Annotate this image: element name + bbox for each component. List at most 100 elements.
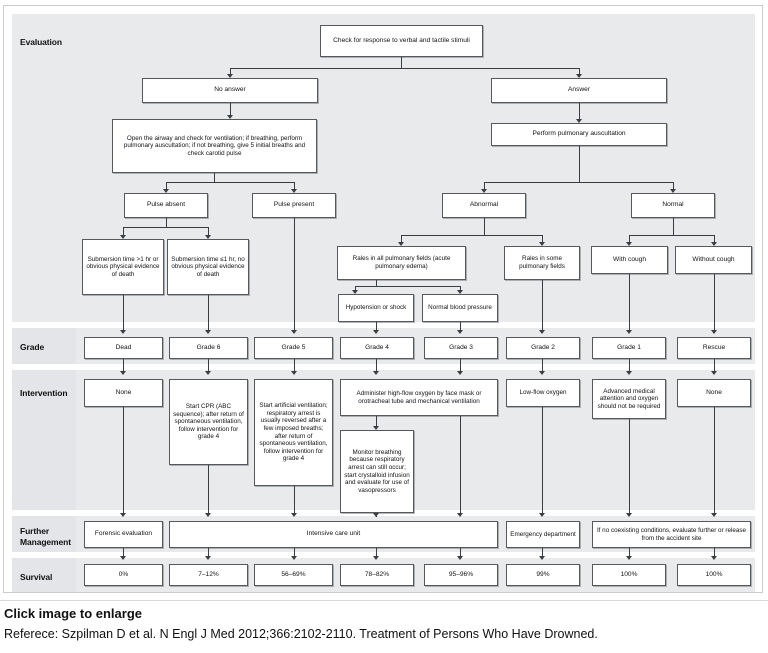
drop-rescue — [714, 274, 715, 330]
arrow-fm-3 — [457, 513, 463, 517]
arrow-grade6 — [205, 330, 211, 334]
intervention-monitor-breathing: Monitor breathing because respiratory ar… — [340, 430, 414, 513]
connector-to-rales-some — [542, 235, 543, 242]
arrow-monitor — [373, 426, 379, 430]
box-without-cough: Without cough — [675, 246, 752, 274]
survival-grade1: 100% — [592, 564, 666, 586]
survival-grade5: 56–69% — [254, 564, 333, 586]
box-pulse-absent: Pulse absent — [124, 193, 208, 218]
survival-grade6: 7–12% — [169, 564, 248, 586]
figure-frame: Evaluation Grade Intervention Further Ma… — [3, 5, 763, 593]
further-release: If no coexisting conditions, evaluate fu… — [592, 521, 751, 548]
arrow-hypotension — [352, 290, 358, 294]
label-column-survival — [12, 558, 76, 592]
survival-grade3: 95–96% — [424, 564, 498, 586]
intervention-grade5: Start artificial ventilation; respirator… — [254, 379, 333, 486]
fm-drop-3 — [460, 416, 461, 513]
connector-to-rales-all — [401, 235, 402, 242]
row-label-further-2: Management — [20, 537, 71, 547]
connector-to-submersion-long — [123, 227, 124, 235]
box-no-answer: No answer — [142, 78, 318, 103]
fm-drop-6 — [208, 465, 209, 513]
arrow-grade3 — [457, 330, 463, 334]
arrow-with-cough — [626, 242, 632, 246]
connector-to-no-answer — [230, 68, 231, 74]
connector-cough-split — [629, 235, 714, 236]
arrow-fm-5 — [291, 513, 297, 517]
connector-airway-down — [214, 173, 215, 182]
drop-grade5 — [294, 218, 295, 330]
connector-to-pulse-absent — [166, 182, 167, 189]
arrow-auscultation — [576, 119, 582, 123]
box-normal: Normal — [631, 193, 715, 218]
connector-bp-split — [355, 286, 461, 287]
further-emergency: Emergency department — [506, 521, 580, 548]
row-label-grade: Grade — [20, 342, 45, 352]
arrow-int-3 — [457, 371, 463, 375]
grade-drop-2 — [542, 359, 543, 371]
grade-cell-1: Grade 1 — [592, 337, 666, 359]
connector-to-normal — [673, 182, 674, 189]
box-submersion-over-1hr: Submersion time >1 hr or obvious physica… — [82, 239, 164, 295]
arrow-submersion-short — [205, 235, 211, 239]
connector-answer-auscultation — [579, 103, 580, 119]
grade-cell-3: Grade 3 — [424, 337, 498, 359]
arrow-grade5 — [291, 330, 297, 334]
arrow-pulse-absent — [163, 189, 169, 193]
row-label-survival: Survival — [20, 572, 53, 582]
arrow-sv-5 — [291, 556, 297, 560]
connector-pulse-split — [166, 182, 294, 183]
grade-cell-4: Grade 4 — [340, 337, 414, 359]
arrow-grade4 — [373, 330, 379, 334]
arrow-sv-6 — [205, 556, 211, 560]
sv-drop-2 — [542, 548, 543, 556]
sv-drop-3 — [460, 548, 461, 556]
connector-to-submersion-short — [208, 227, 209, 235]
connector-to-abnormal — [484, 182, 485, 189]
connector-to-hypotension — [355, 286, 356, 290]
connector-abnormal-normal-split — [484, 182, 674, 183]
box-abnormal: Abnormal — [442, 193, 526, 218]
connector-auscultation-down — [579, 146, 580, 182]
caption-reference: Referece: Szpilman D et al. N Engl J Med… — [4, 627, 598, 641]
fm-drop-rescue — [714, 407, 715, 513]
box-hypotension-shock: Hypotension or shock — [338, 294, 414, 322]
grade-drop-3 — [460, 359, 461, 371]
arrow-int-dead — [120, 371, 126, 375]
label-column-grade — [12, 328, 76, 364]
arrow-fm-rescue — [711, 513, 717, 517]
arrow-int-5 — [291, 371, 297, 375]
connector-pulseabsent-down — [166, 218, 167, 227]
arrow-int-4 — [373, 371, 379, 375]
sv-drop-rescue — [714, 548, 715, 556]
box-rales-all-fields: Rales in all pulmonary fields (acute pul… — [337, 246, 466, 280]
arrow-int-6 — [205, 371, 211, 375]
arrow-rescue — [711, 330, 717, 334]
grade-drop-1 — [629, 359, 630, 371]
grade-drop-dead — [123, 359, 124, 371]
grade-drop-6 — [208, 359, 209, 371]
intervention-grade43: Administer high-flow oxygen by face mask… — [340, 379, 498, 416]
further-icu: Intensive care unit — [169, 521, 498, 548]
box-answer: Answer — [491, 78, 667, 103]
box-pulse-present: Pulse present — [252, 193, 336, 218]
connector-ralesall-down — [376, 280, 377, 286]
survival-dead: 0% — [84, 564, 163, 586]
arrow-sv-2 — [539, 556, 545, 560]
arrow-answer — [576, 74, 582, 78]
grade-cell-2: Grade 2 — [506, 337, 580, 359]
arrow-int-1 — [626, 371, 632, 375]
caption-title[interactable]: Click image to enlarge — [4, 606, 142, 621]
drop-dead — [123, 295, 124, 330]
sv-drop-4 — [376, 548, 377, 556]
arrow-rales-some — [539, 242, 545, 246]
arrow-pulse-present — [291, 189, 297, 193]
grade-cell-6: Grade 6 — [169, 337, 248, 359]
arrow-grade1 — [626, 330, 632, 334]
fm-drop-5 — [294, 486, 295, 513]
row-label-intervention: Intervention — [20, 388, 68, 398]
arrow-grade-dead — [120, 330, 126, 334]
connector-rales-split — [401, 235, 543, 236]
intervention-dead: None — [84, 379, 163, 407]
arrow-fm-4 — [373, 513, 379, 517]
